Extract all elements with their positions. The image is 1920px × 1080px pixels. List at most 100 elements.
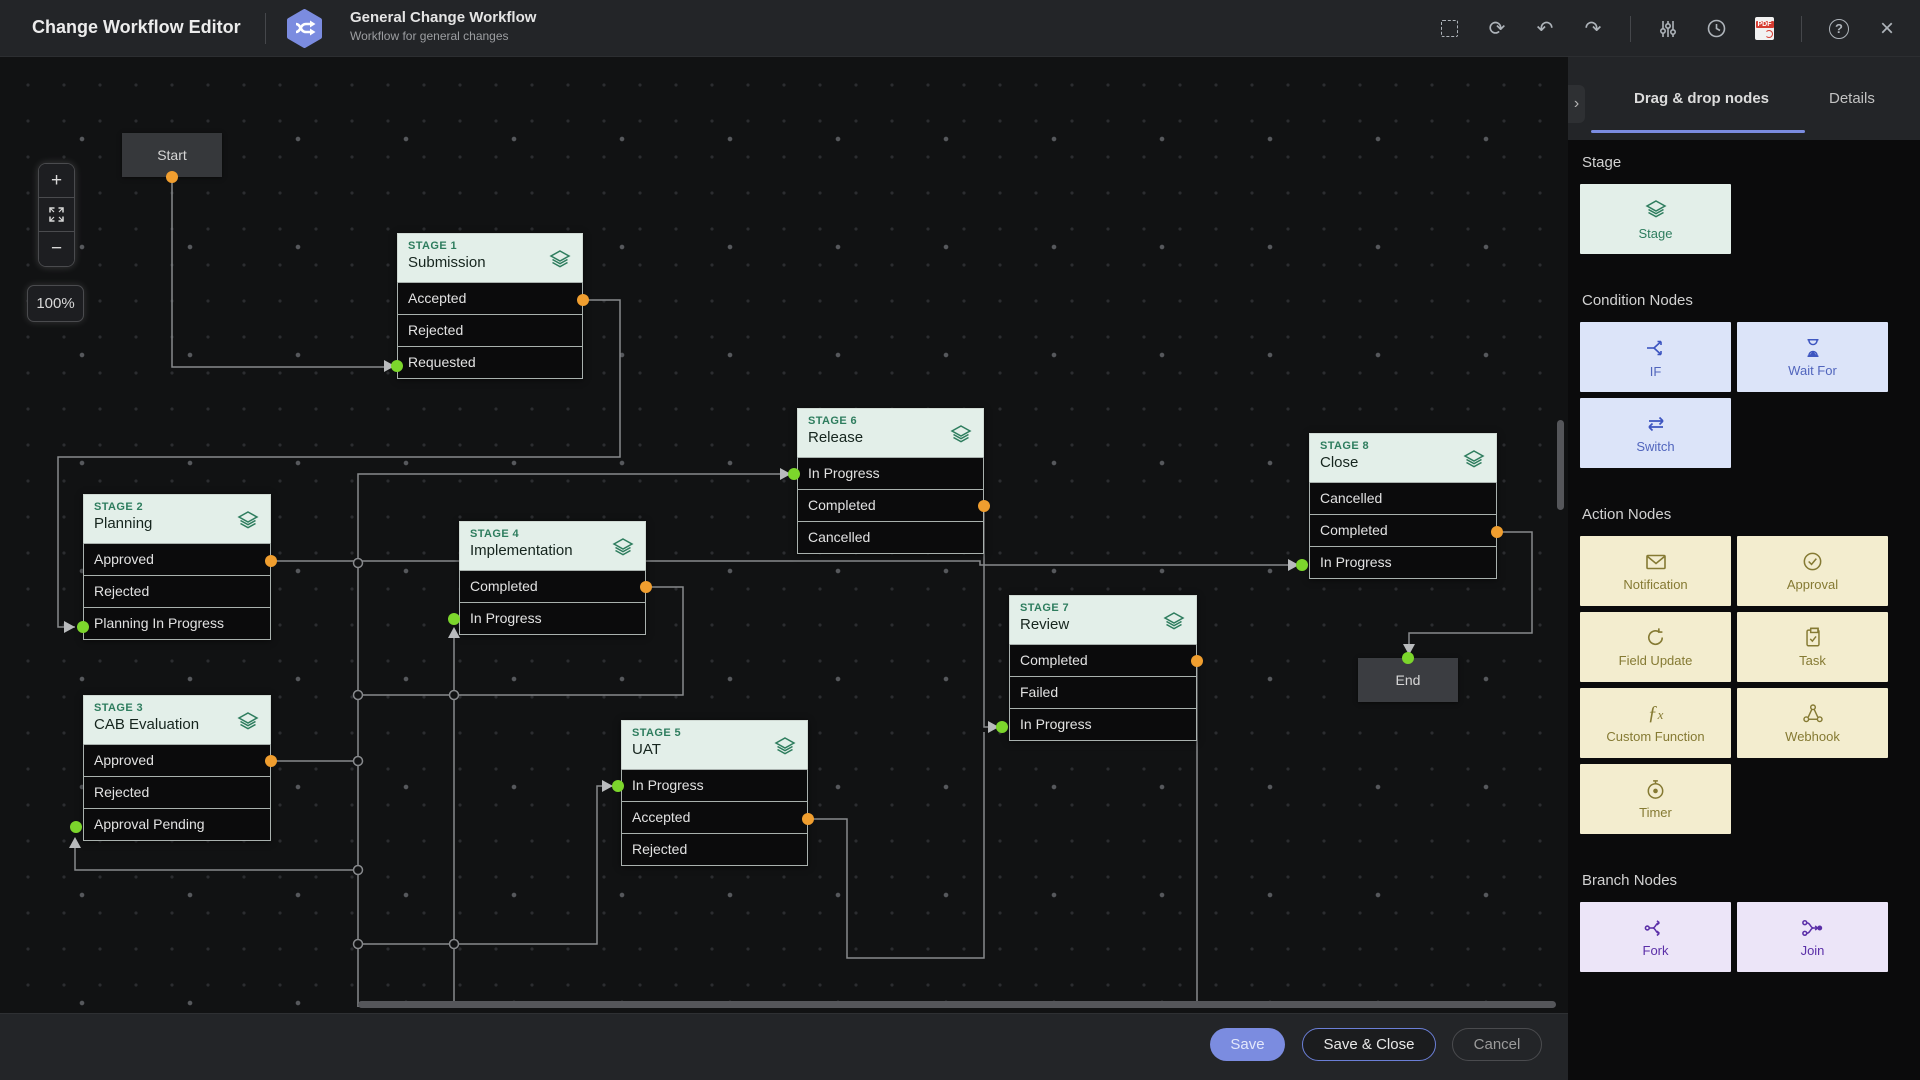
input-port-cab-approval-pending[interactable]	[70, 821, 82, 833]
input-port-release-in-progress[interactable]	[788, 468, 800, 480]
input-port-close-in-progress[interactable]	[1296, 559, 1308, 571]
save-button[interactable]: Save	[1210, 1028, 1285, 1061]
stage-node-implementation[interactable]: STAGE 4 Implementation Completed In Prog…	[459, 521, 646, 635]
palette-tile-custom-function[interactable]: ƒx Custom Function	[1580, 688, 1731, 758]
start-node[interactable]: Start	[122, 133, 222, 177]
stage-status-row[interactable]: Approved	[83, 744, 271, 777]
output-port-review-completed[interactable]	[1191, 655, 1203, 667]
stage-status-row[interactable]: Cancelled	[797, 521, 984, 554]
stage-name: Implementation	[470, 542, 573, 559]
stage-status-row[interactable]: Completed	[797, 489, 984, 522]
palette-tile-approval[interactable]: Approval	[1737, 536, 1888, 606]
input-port-uat-in-progress[interactable]	[612, 780, 624, 792]
stage-status-row[interactable]: Approval Pending	[83, 808, 271, 841]
stage-status-row[interactable]: Accepted	[621, 801, 808, 834]
stage-node-uat[interactable]: STAGE 5 UAT In Progress Accepted Rejecte…	[621, 720, 808, 866]
stage-status-row[interactable]: Rejected	[397, 314, 583, 347]
hourglass-icon	[1807, 338, 1818, 357]
zoom-in-button[interactable]: +	[39, 164, 74, 198]
stage-status-row[interactable]: Cancelled	[1309, 482, 1497, 515]
output-port-release-completed[interactable]	[978, 500, 990, 512]
edge	[271, 560, 1298, 566]
palette-tile-join[interactable]: Join	[1737, 902, 1888, 972]
palette-tile-timer[interactable]: Timer	[1580, 764, 1731, 834]
stage-status-row[interactable]: Rejected	[621, 833, 808, 866]
stage-node-release[interactable]: STAGE 6 Release In Progress Completed Ca…	[797, 408, 984, 554]
tab-details[interactable]: Details	[1829, 90, 1875, 107]
refresh-icon[interactable]: ⟳	[1488, 18, 1506, 40]
close-icon[interactable]: ×	[1879, 14, 1894, 42]
palette-tile-switch[interactable]: Switch	[1580, 398, 1731, 468]
stage-status-row[interactable]: Accepted	[397, 282, 583, 315]
save-and-close-button[interactable]: Save & Close	[1302, 1028, 1436, 1061]
output-port-close-completed[interactable]	[1491, 526, 1503, 538]
cancel-button[interactable]: Cancel	[1452, 1028, 1542, 1061]
stage-status-row[interactable]: Rejected	[83, 575, 271, 608]
output-port-planning-approved[interactable]	[265, 555, 277, 567]
palette-tile-webhook[interactable]: Webhook	[1737, 688, 1888, 758]
stage-status-row[interactable]: Completed	[459, 570, 646, 603]
stage-name: Submission	[408, 254, 486, 271]
stage-status-row[interactable]: In Progress	[621, 769, 808, 802]
edge-arrowhead	[988, 721, 999, 733]
canvas-horizontal-scrollbar[interactable]	[358, 1001, 1556, 1008]
stage-status-row[interactable]: Planning In Progress	[83, 607, 271, 640]
stage-status-row[interactable]: Completed	[1309, 514, 1497, 547]
stage-status-row[interactable]: Failed	[1009, 676, 1197, 709]
palette-tile-wait-for[interactable]: Wait For	[1737, 322, 1888, 392]
stage-name: Review	[1020, 616, 1070, 633]
stage-node-planning[interactable]: STAGE 2 Planning Approved Rejected Plann…	[83, 494, 271, 640]
input-port-submission-requested[interactable]	[391, 360, 403, 372]
canvas-vertical-scrollbar[interactable]	[1557, 420, 1564, 510]
palette-tile-task[interactable]: Task	[1737, 612, 1888, 682]
palette-tile-field-update[interactable]: Field Update	[1580, 612, 1731, 682]
export-pdf-icon[interactable]: PDF	[1753, 17, 1775, 40]
history-icon[interactable]	[1705, 18, 1727, 40]
palette-tile-if[interactable]: IF	[1580, 322, 1731, 392]
marquee-select-icon[interactable]	[1438, 18, 1460, 40]
workflow-logo-icon	[285, 9, 324, 48]
sidebar-collapse-button[interactable]: ›	[1568, 85, 1585, 123]
end-node[interactable]: End	[1358, 658, 1458, 702]
output-port-implementation-completed[interactable]	[640, 581, 652, 593]
stage-status-row[interactable]: Completed	[1009, 644, 1197, 677]
fit-screen-button[interactable]	[39, 198, 74, 232]
stage-status-row[interactable]: Approved	[83, 543, 271, 576]
zoom-out-button[interactable]: −	[39, 232, 74, 266]
workflow-canvas[interactable]: + − 100% Start End STAGE 1 Submission Ac…	[0, 57, 1568, 1013]
input-port-planning-in-progress[interactable]	[77, 621, 89, 633]
input-port-implementation-in-progress[interactable]	[448, 613, 460, 625]
input-port-end[interactable]	[1402, 652, 1414, 664]
stage-tag: STAGE 8	[1320, 440, 1370, 452]
output-port-cab-approved[interactable]	[265, 755, 277, 767]
stage-name: Release	[808, 429, 864, 446]
stage-node-review[interactable]: STAGE 7 Review Completed Failed In Progr…	[1009, 595, 1197, 741]
edge	[358, 785, 612, 945]
input-port-review-in-progress[interactable]	[996, 721, 1008, 733]
palette-tile-fork[interactable]: Fork	[1580, 902, 1731, 972]
stage-status-row[interactable]: Rejected	[83, 776, 271, 809]
stage-status-row[interactable]: In Progress	[1009, 708, 1197, 741]
stage-status-row[interactable]: In Progress	[797, 457, 984, 490]
undo-icon[interactable]: ↶	[1536, 18, 1554, 40]
tab-drag-drop-nodes[interactable]: Drag & drop nodes	[1634, 90, 1770, 107]
help-icon[interactable]: ?	[1828, 18, 1850, 40]
redo-icon[interactable]: ↷	[1584, 18, 1602, 40]
header-divider	[265, 13, 266, 44]
zoom-level-indicator[interactable]: 100%	[27, 285, 84, 322]
stage-node-close[interactable]: STAGE 8 Close Cancelled Completed In Pro…	[1309, 433, 1497, 579]
output-port-start[interactable]	[166, 171, 178, 183]
stage-status-row[interactable]: In Progress	[1309, 546, 1497, 579]
palette-tile-stage[interactable]: Stage	[1580, 184, 1731, 254]
stage-status-row[interactable]: In Progress	[459, 602, 646, 635]
layers-icon	[1463, 450, 1485, 468]
tune-sliders-icon[interactable]	[1657, 18, 1679, 40]
stage-node-cab-evaluation[interactable]: STAGE 3 CAB Evaluation Approved Rejected…	[83, 695, 271, 841]
palette-tile-notification[interactable]: Notification	[1580, 536, 1731, 606]
output-port-uat-accepted[interactable]	[802, 813, 814, 825]
canvas-zoom-controls: + −	[38, 163, 75, 267]
stage-node-submission[interactable]: STAGE 1 Submission Accepted Rejected Req…	[397, 233, 583, 379]
output-port-submission-accepted[interactable]	[577, 294, 589, 306]
header-toolbar: ⟳ ↶ ↷ PDF ? ×	[1438, 0, 1898, 57]
stage-status-row[interactable]: Requested	[397, 346, 583, 379]
